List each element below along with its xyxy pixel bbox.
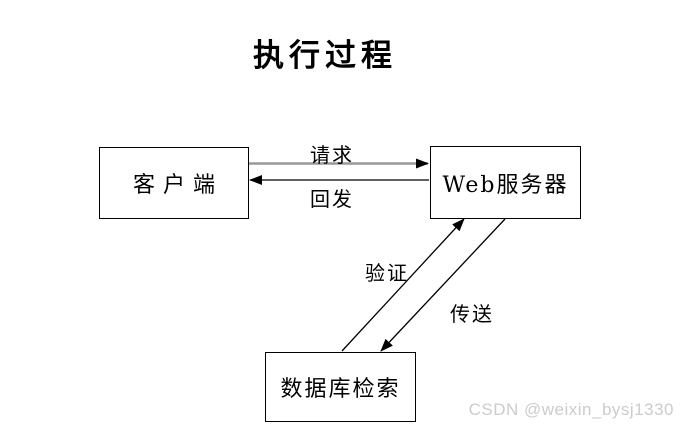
request-arrow-label: 请求 xyxy=(310,143,354,167)
node-database-search-label: 数据库检索 xyxy=(280,377,401,402)
node-client: 客户端 xyxy=(99,147,249,219)
reply-arrow-label: 回发 xyxy=(310,187,354,211)
node-database-search: 数据库检索 xyxy=(265,352,416,422)
transfer-arrow xyxy=(380,218,506,352)
transfer-arrow-label: 传送 xyxy=(450,302,494,326)
verify-arrow-label: 验证 xyxy=(365,261,409,285)
diagram-title: 执行过程 xyxy=(253,38,397,74)
verify-arrow xyxy=(341,218,465,352)
csdn-watermark: CSDN @weixin_bysj1330 xyxy=(468,400,674,419)
node-client-label: 客户端 xyxy=(132,173,223,198)
node-web-server: Web服务器 xyxy=(430,146,581,219)
node-web-server-label: Web服务器 xyxy=(442,172,569,198)
